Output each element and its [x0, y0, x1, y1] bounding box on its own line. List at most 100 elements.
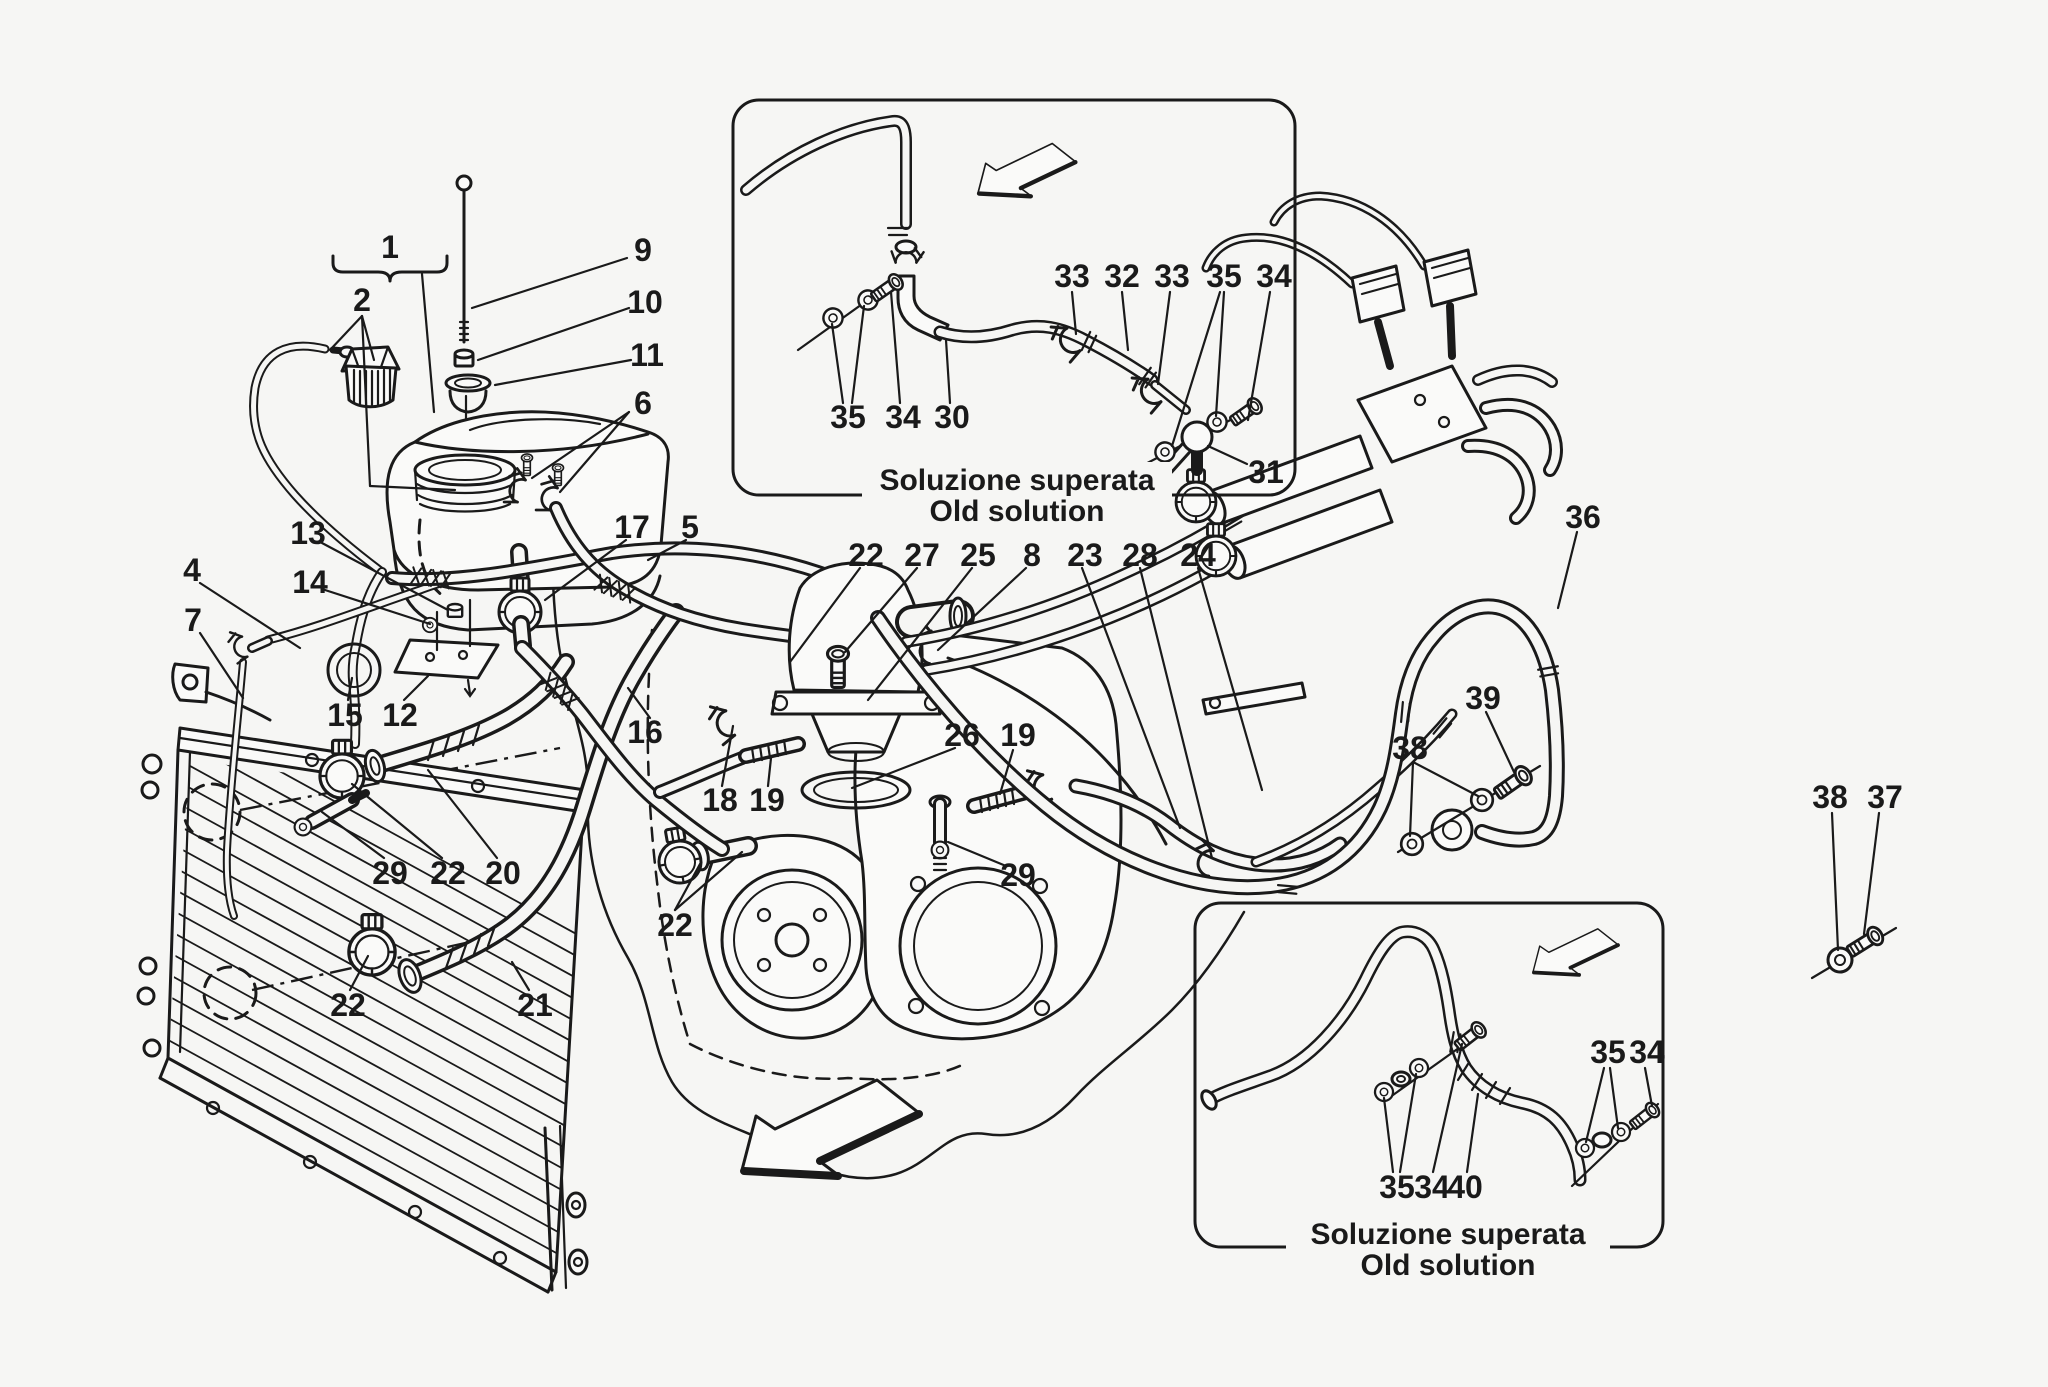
spare-washer-bolt-group: [1810, 922, 1898, 980]
leader-line-35: [1398, 1072, 1418, 1174]
radiator-fin-line: [168, 941, 581, 1179]
leader-line-22: [673, 862, 702, 912]
radiator-fin-line: [168, 765, 581, 1003]
callout-number-29: 29: [372, 855, 408, 891]
leader-line-28: [1138, 566, 1214, 860]
leader-line-22: [673, 850, 744, 912]
radiator-upper-port-dashed-circle: [182, 782, 242, 842]
leader-line-38: [1830, 811, 1840, 952]
pump-pulley: [720, 868, 864, 1012]
leader-line-18: [720, 724, 735, 788]
leader-line-35: [1170, 290, 1222, 448]
callout-number-19: 19: [749, 782, 785, 818]
radiator-fin-line: [168, 1029, 581, 1267]
leader-line-27: [843, 566, 919, 654]
leader-line-35: [1584, 1066, 1606, 1144]
breather-union: [896, 274, 950, 342]
leader-line-34: [1246, 290, 1272, 422]
leader-line-6: [530, 410, 631, 480]
callout-number-31: 31: [1248, 454, 1284, 490]
leader-line-6: [558, 410, 631, 494]
radiator-fin-line: [168, 919, 581, 1157]
leader-line-11: [493, 358, 633, 387]
callout-number-35: 35: [1379, 1169, 1415, 1205]
leader-line-10: [476, 306, 631, 362]
callout-number-33: 33: [1154, 258, 1190, 294]
callout-number-37: 37: [1867, 779, 1903, 815]
leader-line-19: [766, 756, 773, 788]
callout-number-6: 6: [634, 385, 652, 421]
leader-line-15: [346, 676, 354, 702]
direction-arrow: [1531, 926, 1620, 977]
radiator-fin-line: [168, 1249, 581, 1272]
leader-line-16: [626, 686, 652, 720]
callout-number-30: 30: [934, 399, 970, 435]
seal-ring: [444, 373, 492, 393]
radiator-fin-line: [168, 1051, 581, 1272]
callout-number-22: 22: [330, 987, 366, 1023]
electrical-connector: [1422, 248, 1478, 360]
callout-number-8: 8: [1023, 537, 1041, 573]
radiator-fin-line: [168, 760, 581, 981]
callout-number-1: 1: [381, 229, 399, 265]
leader-line-22: [788, 566, 862, 664]
leader-line-36: [1556, 530, 1579, 610]
heater-valve-group: [906, 196, 1556, 670]
radiator-lower-port-dashed-circle: [202, 965, 258, 1021]
callout-number-29: 29: [1000, 857, 1036, 893]
old-solution-caption-it: Soluzione superata: [1310, 1218, 1585, 1251]
heater-hose-group: [1076, 681, 1452, 883]
direction-arrow: [978, 144, 1075, 197]
union-31: [1161, 420, 1214, 476]
banjo-eye: [1430, 808, 1474, 852]
callout-number-27: 27: [904, 537, 940, 573]
radiator-fin-line: [168, 1205, 581, 1272]
leader-line-20: [426, 768, 499, 860]
callout-number-23: 23: [1067, 537, 1103, 573]
callout-number-34: 34: [1629, 1034, 1665, 1070]
overflow-hose-group: [226, 572, 462, 916]
temp-sensor-29: [928, 794, 952, 872]
leader-line-32: [1120, 290, 1130, 352]
leader-line-23: [1080, 566, 1182, 830]
old-solution-top-inset: Soluzione superata Old solution: [731, 98, 1297, 528]
leader-line-25: [866, 566, 974, 702]
engine-nipples-group: [704, 700, 1055, 814]
drain-fitting-29: [290, 789, 370, 840]
leader-line-34: [889, 290, 902, 405]
clamp-7: [225, 628, 250, 666]
hose-ribs: [426, 723, 481, 762]
callout-number-36: 36: [1565, 499, 1601, 535]
callout-number-18: 18: [702, 782, 738, 818]
leader-line-7: [198, 631, 245, 700]
callout-number-4: 4: [183, 552, 201, 588]
callout-number-5: 5: [681, 509, 699, 545]
leader-line-35: [830, 322, 845, 405]
radiator-fin-line: [168, 1095, 581, 1272]
engine-dashed-outline: [646, 628, 966, 1081]
callout-number-19: 19: [1000, 717, 1036, 753]
leader-line-38: [1408, 760, 1415, 838]
leader-line-12: [402, 674, 430, 702]
callout-number-2: 2: [353, 282, 371, 318]
callout-number-34: 34: [1256, 258, 1292, 294]
clamp-18: [704, 700, 738, 748]
old-solution-caption-en: Old solution: [930, 495, 1105, 528]
tank-bracket-group: [393, 598, 500, 698]
leader-line-35: [1214, 290, 1226, 418]
electrical-connector: [1350, 264, 1406, 370]
leader-line-2: [360, 314, 376, 362]
valve-block: [1356, 364, 1488, 464]
radiator-fin-line: [168, 760, 581, 937]
callout-number-38: 38: [1392, 730, 1428, 766]
leader-line-38: [1411, 760, 1480, 798]
radiator-fin-line: [168, 963, 581, 1201]
old-solution-caption-en: Old solution: [1361, 1249, 1536, 1282]
callout-number-7: 7: [184, 602, 202, 638]
callout-number-34: 34: [885, 399, 921, 435]
bolt-34: [1626, 1099, 1664, 1134]
gasket-26: [800, 770, 912, 810]
callout-number-13: 13: [290, 515, 326, 551]
callout-number-35: 35: [830, 399, 866, 435]
leader-line-29: [320, 810, 386, 860]
